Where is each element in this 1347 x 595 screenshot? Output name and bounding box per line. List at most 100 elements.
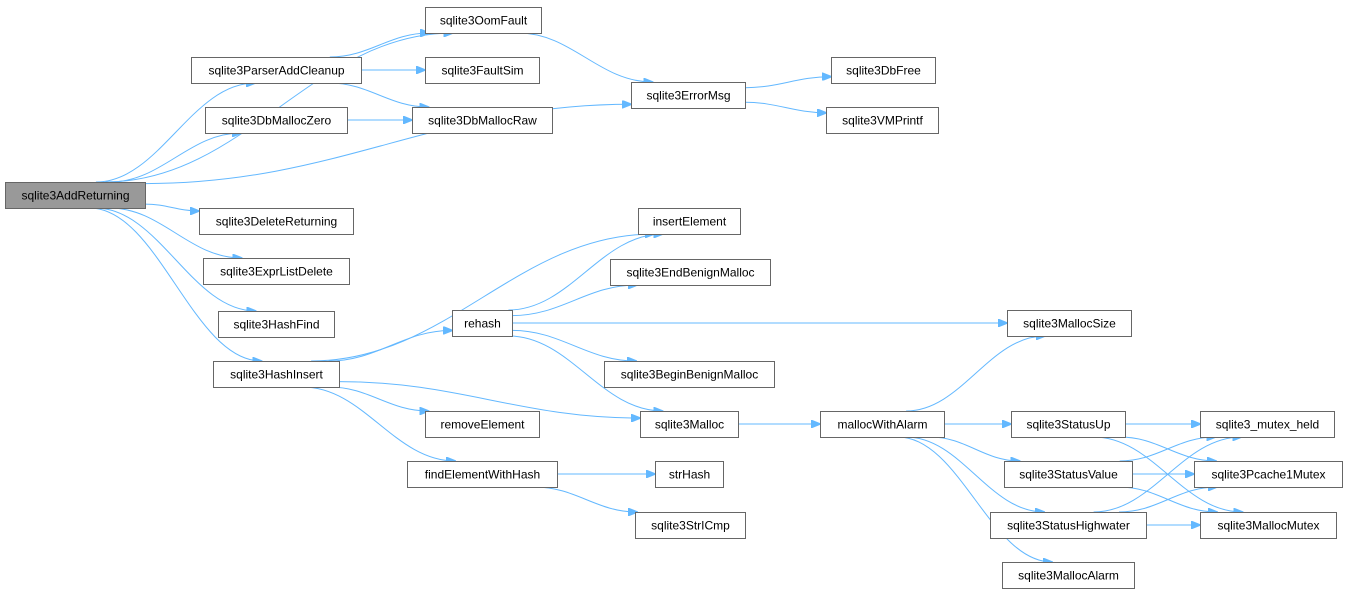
node-findElementWithHash[interactable]: findElementWithHash <box>407 461 558 488</box>
node-box[interactable] <box>990 512 1147 539</box>
node-box[interactable] <box>631 82 746 109</box>
edge-sqlite3AddReturning-to-sqlite3HashInsert <box>89 207 262 361</box>
node-sqlite3ExprListDelete[interactable]: sqlite3ExprListDelete <box>203 258 350 285</box>
node-label: sqlite3Malloc <box>655 418 724 432</box>
node-sqlite3BeginBenignMalloc[interactable]: sqlite3BeginBenignMalloc <box>604 361 775 388</box>
node-box[interactable] <box>820 411 945 438</box>
node-sqlite3AddReturning[interactable]: sqlite3AddReturning <box>5 182 146 209</box>
node-label: sqlite3DbMallocZero <box>222 114 332 128</box>
node-box[interactable] <box>203 258 350 285</box>
node-sqlite3MallocMutex[interactable]: sqlite3MallocMutex <box>1200 512 1337 539</box>
node-box[interactable] <box>5 182 146 209</box>
node-label: sqlite3StatusHighwater <box>1007 519 1130 533</box>
node-box[interactable] <box>826 107 939 134</box>
node-sqlite3FaultSim[interactable]: sqlite3FaultSim <box>425 57 540 84</box>
node-box[interactable] <box>205 107 348 134</box>
node-label: sqlite3StatusValue <box>1019 468 1118 482</box>
node-label: sqlite3MallocAlarm <box>1018 569 1119 583</box>
node-box[interactable] <box>425 57 540 84</box>
node-label: sqlite3Pcache1Mutex <box>1211 468 1325 482</box>
node-box[interactable] <box>425 411 540 438</box>
node-box[interactable] <box>191 57 362 84</box>
node-label: sqlite3StatusUp <box>1026 418 1110 432</box>
node-label: removeElement <box>440 418 525 432</box>
node-removeElement[interactable]: removeElement <box>425 411 540 438</box>
node-box[interactable] <box>640 411 739 438</box>
node-box[interactable] <box>1004 461 1133 488</box>
edge-sqlite3OomFault-to-sqlite3ErrorMsg <box>518 32 653 82</box>
node-box[interactable] <box>635 512 746 539</box>
node-strHash[interactable]: strHash <box>655 461 724 488</box>
node-label: sqlite3MallocMutex <box>1217 519 1319 533</box>
node-box[interactable] <box>1011 411 1126 438</box>
node-label: insertElement <box>653 215 727 229</box>
node-rehash[interactable]: rehash <box>452 310 513 337</box>
node-sqlite3EndBenignMalloc[interactable]: sqlite3EndBenignMalloc <box>610 259 771 286</box>
node-sqlite3_mutex_held[interactable]: sqlite3_mutex_held <box>1200 411 1335 438</box>
node-box[interactable] <box>831 57 936 84</box>
edge-sqlite3AddReturning-to-sqlite3DbMallocZero <box>109 133 241 183</box>
node-label: sqlite3MallocSize <box>1023 317 1116 331</box>
node-box[interactable] <box>638 208 741 235</box>
node-sqlite3DbFree[interactable]: sqlite3DbFree <box>831 57 936 84</box>
edge-sqlite3HashInsert-to-insertElement <box>311 234 654 362</box>
node-label: sqlite3HashFind <box>233 318 319 332</box>
node-sqlite3ErrorMsg[interactable]: sqlite3ErrorMsg <box>631 82 746 109</box>
node-box[interactable] <box>425 7 542 34</box>
node-box[interactable] <box>1194 461 1343 488</box>
node-sqlite3DbMallocZero[interactable]: sqlite3DbMallocZero <box>205 107 348 134</box>
node-box[interactable] <box>655 461 724 488</box>
node-sqlite3HashInsert[interactable]: sqlite3HashInsert <box>213 361 340 388</box>
node-label: sqlite3EndBenignMalloc <box>626 266 754 280</box>
node-sqlite3DbMallocRaw[interactable]: sqlite3DbMallocRaw <box>412 107 553 134</box>
node-box[interactable] <box>1200 512 1337 539</box>
node-sqlite3VMPrintf[interactable]: sqlite3VMPrintf <box>826 107 939 134</box>
node-box[interactable] <box>604 361 775 388</box>
node-label: sqlite3AddReturning <box>21 189 129 203</box>
node-box[interactable] <box>218 311 335 338</box>
node-box[interactable] <box>1002 562 1135 589</box>
edge-sqlite3HashInsert-to-removeElement <box>329 386 429 411</box>
edge-sqlite3AddReturning-to-sqlite3ExprListDelete <box>109 207 241 258</box>
node-sqlite3OomFault[interactable]: sqlite3OomFault <box>425 7 542 34</box>
node-sqlite3MallocAlarm[interactable]: sqlite3MallocAlarm <box>1002 562 1135 589</box>
edge-sqlite3ErrorMsg-to-sqlite3DbFree <box>744 77 831 89</box>
node-sqlite3Pcache1Mutex[interactable]: sqlite3Pcache1Mutex <box>1194 461 1343 488</box>
node-box[interactable] <box>199 208 354 235</box>
node-sqlite3StatusHighwater[interactable]: sqlite3StatusHighwater <box>990 512 1147 539</box>
edge-sqlite3ErrorMsg-to-sqlite3VMPrintf <box>744 101 826 113</box>
node-box[interactable] <box>407 461 558 488</box>
node-sqlite3StrICmp[interactable]: sqlite3StrICmp <box>635 512 746 539</box>
node-label: sqlite3VMPrintf <box>842 114 923 128</box>
node-box[interactable] <box>1007 310 1132 337</box>
edge-mallocWithAlarm-to-sqlite3MallocAlarm <box>897 436 1052 562</box>
edge-mallocWithAlarm-to-sqlite3MallocSize <box>906 336 1045 412</box>
node-box[interactable] <box>412 107 553 134</box>
node-mallocWithAlarm[interactable]: mallocWithAlarm <box>820 411 945 438</box>
node-label: sqlite3StrICmp <box>651 519 730 533</box>
edge-sqlite3AddReturning-to-sqlite3HashFind <box>95 207 255 311</box>
node-label: sqlite3DbFree <box>846 64 921 78</box>
node-label: sqlite3ExprListDelete <box>220 265 333 279</box>
node-insertElement[interactable]: insertElement <box>638 208 741 235</box>
nodes-layer: sqlite3AddReturning sqlite3OomFault sqlite… <box>5 7 1343 589</box>
node-label: mallocWithAlarm <box>837 418 927 432</box>
node-sqlite3StatusValue[interactable]: sqlite3StatusValue <box>1004 461 1133 488</box>
node-box[interactable] <box>610 259 771 286</box>
node-sqlite3ParserAddCleanup[interactable]: sqlite3ParserAddCleanup <box>191 57 362 84</box>
edge-sqlite3HashInsert-to-sqlite3Malloc <box>338 381 640 419</box>
node-sqlite3HashFind[interactable]: sqlite3HashFind <box>218 311 335 338</box>
edge-rehash-to-sqlite3EndBenignMalloc <box>511 285 637 317</box>
node-box[interactable] <box>213 361 340 388</box>
node-sqlite3DeleteReturning[interactable]: sqlite3DeleteReturning <box>199 208 354 235</box>
node-label: sqlite3BeginBenignMalloc <box>621 368 758 382</box>
node-sqlite3StatusUp[interactable]: sqlite3StatusUp <box>1011 411 1126 438</box>
node-sqlite3MallocSize[interactable]: sqlite3MallocSize <box>1007 310 1132 337</box>
node-sqlite3Malloc[interactable]: sqlite3Malloc <box>640 411 739 438</box>
edge-sqlite3HashInsert-to-findElementWithHash <box>302 386 455 461</box>
node-box[interactable] <box>452 310 513 337</box>
edge-findElementWithHash-to-sqlite3StrICmp <box>534 486 637 512</box>
edge-rehash-to-insertElement <box>508 234 662 311</box>
node-box[interactable] <box>1200 411 1335 438</box>
